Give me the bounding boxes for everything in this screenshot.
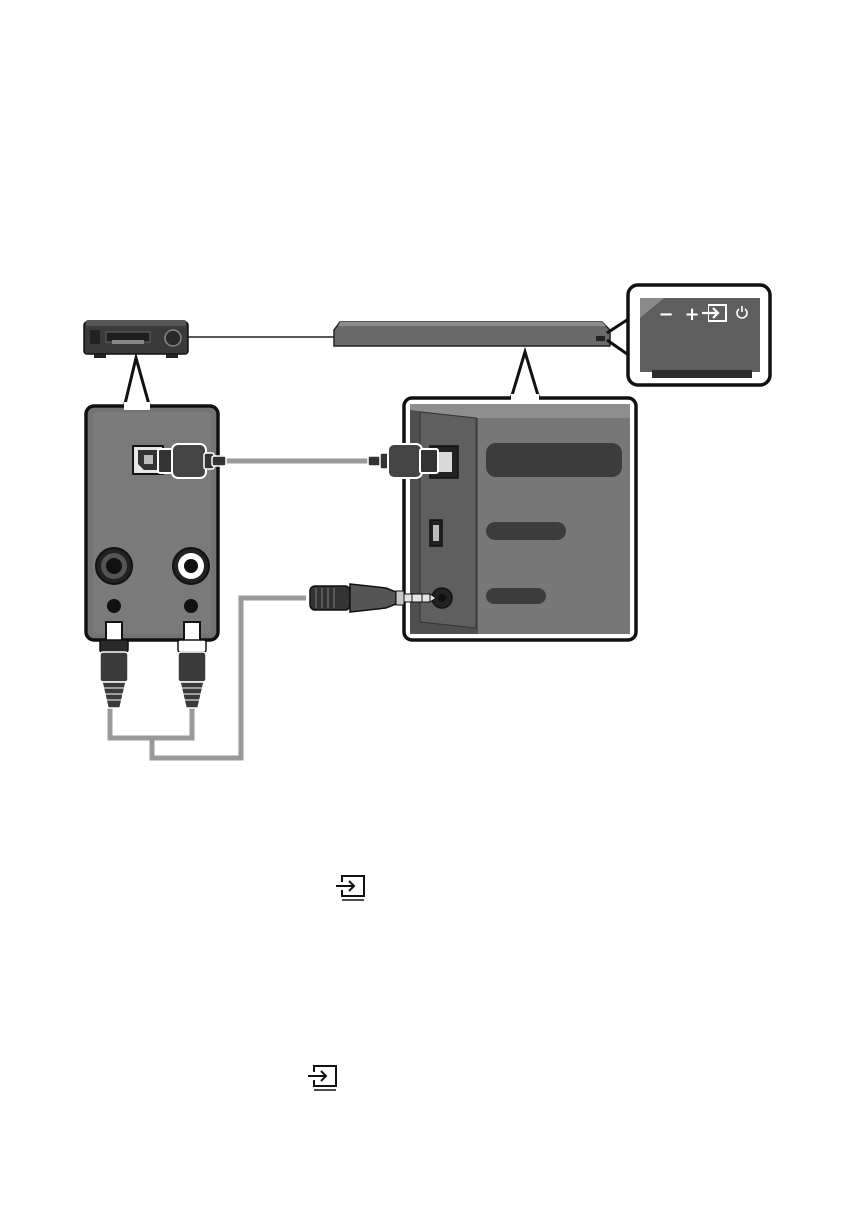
volume-down-button[interactable]: − bbox=[658, 304, 673, 325]
soundbar bbox=[334, 322, 610, 346]
external-device bbox=[84, 320, 188, 358]
label-pill-digital-audio-in bbox=[486, 443, 622, 477]
volume-up-button[interactable]: + bbox=[684, 304, 699, 325]
source-icon bbox=[308, 1066, 336, 1090]
label-pill-aux-in bbox=[486, 588, 546, 604]
device-rear-callout bbox=[86, 358, 218, 640]
source-icon bbox=[336, 876, 364, 900]
soundbar-usb-port bbox=[430, 520, 442, 546]
optical-cable bbox=[158, 444, 438, 478]
button-panel-callout bbox=[628, 285, 770, 385]
label-pill-usb bbox=[486, 522, 566, 540]
